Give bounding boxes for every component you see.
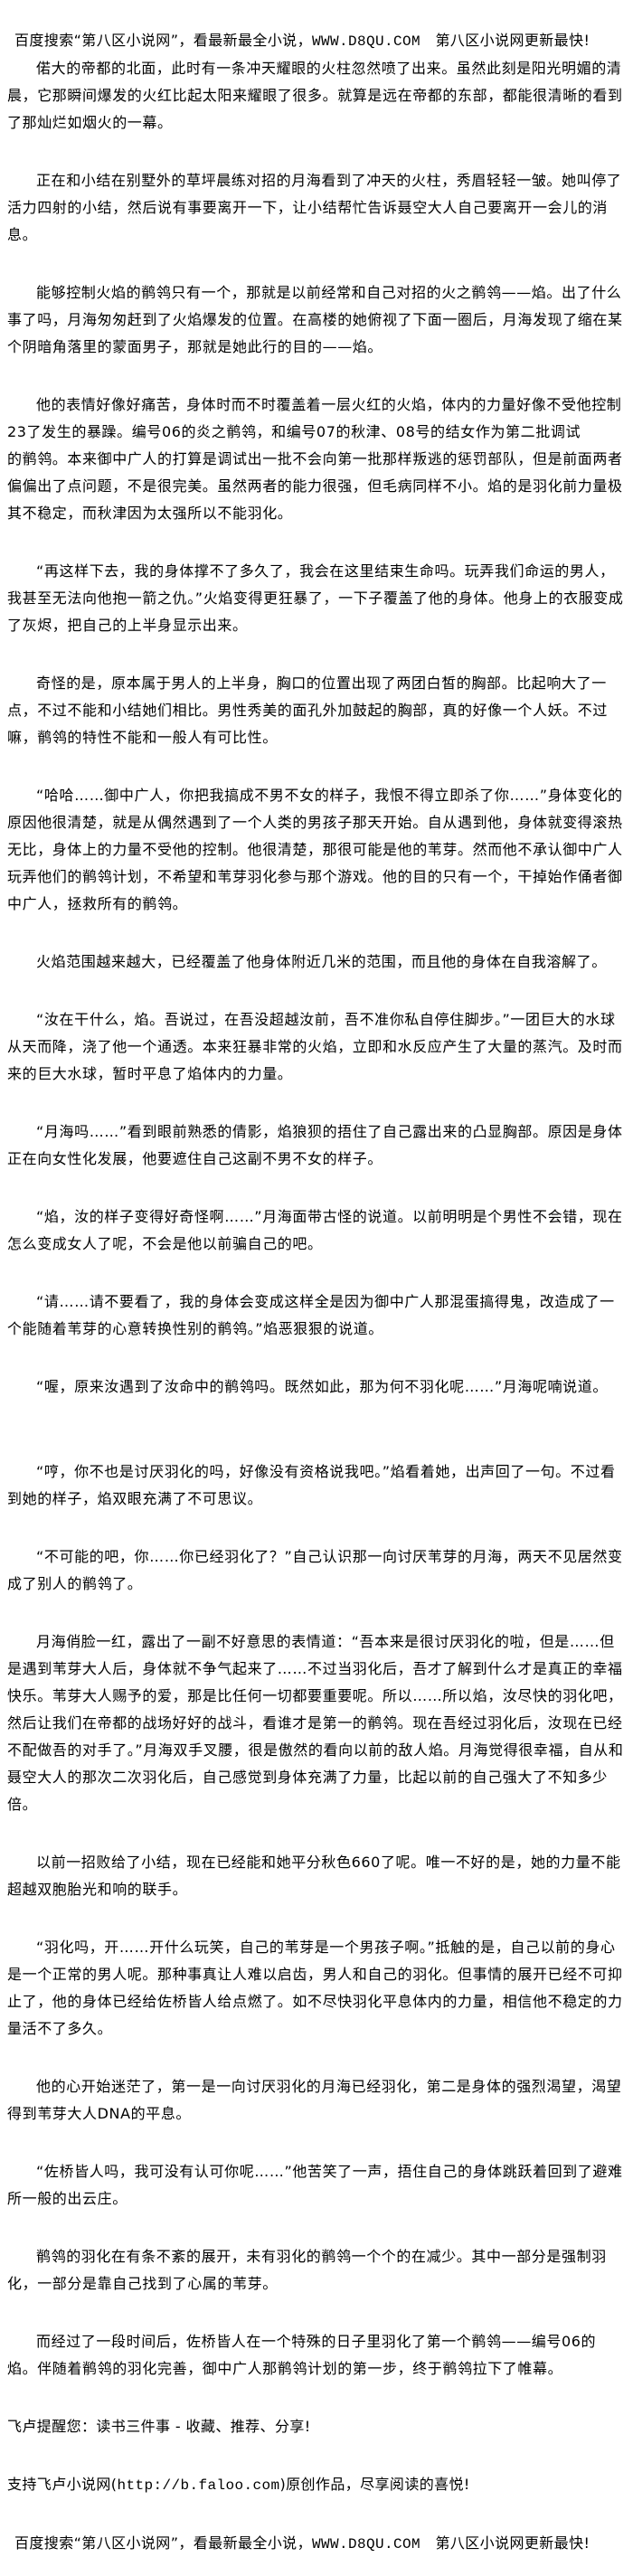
chapter-body: 偌大的帝都的北面，此时有一条冲天耀眼的火柱忽然喷了出来。虽然此刻是阳光明媚的清晨…: [7, 55, 626, 2383]
site-link[interactable]: WWW.D8QU.COM: [311, 2536, 421, 2552]
paragraph: “喔，原来汝遇到了汝命中的鹡鸰吗。既然如此，那为何不羽化呢……”月海呢喃说道。: [36, 1378, 608, 1395]
paragraph: 以前一招败给了小结，现在已经能和她平分秋色660了呢。唯一不好的是，她的力量不能…: [7, 1854, 621, 1898]
support-note: 支持飞卢小说网(http://b.faloo.com)原创作品，尽享阅读的喜悦!: [7, 2471, 626, 2499]
support-text: )原创作品，尽享阅读的喜悦!: [279, 2476, 470, 2493]
faloo-link[interactable]: http://b.faloo.com: [117, 2477, 280, 2494]
paragraph: 奇怪的是，原本属于男人的上半身，胸口的位置出现了两团白皙的胸部。比起响大了一点，…: [7, 675, 609, 746]
paragraph: “月海吗……”看到眼前熟悉的倩影，焰狼狈的捂住了自己露出来的凸显胸部。原因是身体…: [7, 1123, 623, 1167]
support-text: 支持飞卢小说网(: [7, 2476, 118, 2493]
paragraph: 正在和小结在别墅外的草坪晨练对招的月海看到了冲天的火柱，秀眉轻轻一皱。她叫停了活…: [7, 172, 622, 243]
site-link[interactable]: WWW.D8QU.COM: [311, 33, 421, 50]
paragraph: “焰，汝的样子变得好奇怪啊……”月海面带古怪的说道。以前明明是个男性不会错，现在…: [7, 1208, 623, 1252]
paragraph: 火焰范围越来越大，已经覆盖了他身体附近几米的范围，而且他的身体在自我溶解了。: [36, 953, 607, 970]
paragraph: 他的表情好像好痛苦，身体时而不时覆盖着一层火红的火焰，体内的力量好像不受他控制2…: [7, 396, 623, 522]
banner-text: 第八区小说网更新最快!: [435, 32, 590, 49]
reading-reminder: 飞卢提醒您：读书三件事 - 收藏、推荐、分享!: [7, 2418, 311, 2435]
paragraph: “哈哈……御中广人，你把我搞成不男不女的样子，我恨不得立即杀了你……”身体变化的…: [7, 787, 623, 912]
paragraph: “请……请不要看了，我的身体会变成这样全是因为御中广人那混蛋搞得鬼，改造成了一个…: [7, 1293, 615, 1337]
paragraph: 偌大的帝都的北面，此时有一条冲天耀眼的火柱忽然喷了出来。虽然此刻是阳光明媚的清晨…: [7, 60, 623, 131]
paragraph: “不可能的吧，你……你已经羽化了？”自己认识那一向讨厌苇芽的月海，两天不见居然变…: [7, 1548, 623, 1592]
footer-banner: 百度搜索“第八区小说网”，看最新最全小说，WWW.D8QU.COM 第八区小说网…: [7, 2530, 626, 2558]
paragraph: “羽化吗，开……开什么玩笑，自己的苇芽是一个男孩子啊。”抵触的是，自己以前的身心…: [7, 1939, 623, 2037]
paragraph: 能够控制火焰的鹡鸰只有一个，那就是以前经常和自己对招的火之鹡鸰——焰。出了什么事…: [7, 284, 623, 355]
paragraph: 月海俏脸一红，露出了一副不好意思的表情道：“吾本来是很讨厌羽化的啦，但是……但是…: [7, 1633, 624, 1813]
banner-text: 百度搜索“第八区小说网”，看最新最全小说，: [14, 2534, 312, 2552]
paragraph: 鹡鸰的羽化在有条不紊的展开，未有羽化的鹡鸰一个个的在减少。其中一部分是强制羽化，…: [7, 2248, 607, 2292]
banner-text: 第八区小说网更新最快!: [435, 2534, 590, 2552]
paragraph: “哼，你不也是讨厌羽化的吗，好像没有资格说我吧。”焰看着她，出声回了一句。不过看…: [7, 1463, 616, 1507]
paragraph: 他的心开始迷茫了，第一是一向讨厌羽化的月海已经羽化，第二是身体的强烈渴望，渴望得…: [7, 2078, 622, 2122]
paragraph: “再这样下去，我的身体撑不了多久了，我会在这里结束生命吗。玩弄我们命运的男人，我…: [7, 562, 624, 634]
paragraph: 而经过了一段时间后，佐桥皆人在一个特殊的日子里羽化了第一个鹡鸰——编号06的焰。…: [7, 2333, 597, 2377]
banner-text: 百度搜索“第八区小说网”，看最新最全小说，: [14, 32, 312, 49]
paragraph: “汝在干什么，焰。吾说过，在吾没超越汝前，吾不准你私自停住脚步。”一团巨大的水球…: [7, 1011, 623, 1082]
paragraph: “佐桥皆人吗，我可没有认可你呢……”他苦笑了一声，捂住自己的身体跳跃着回到了避难…: [7, 2163, 623, 2207]
header-banner: 百度搜索“第八区小说网”，看最新最全小说，WWW.D8QU.COM 第八区小说网…: [7, 27, 626, 55]
